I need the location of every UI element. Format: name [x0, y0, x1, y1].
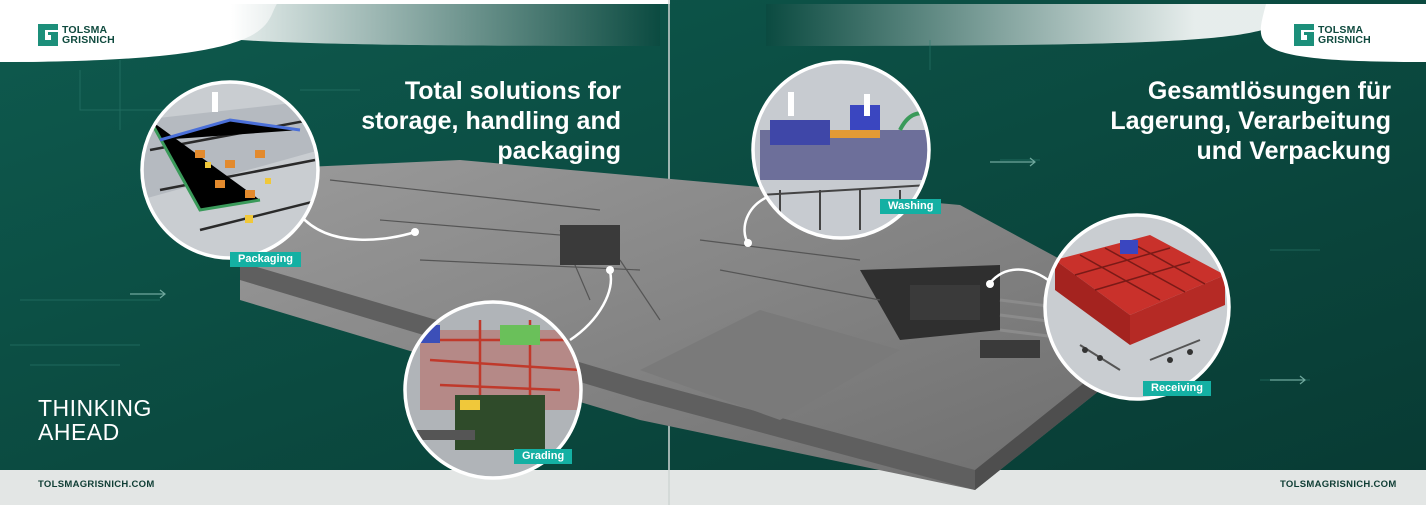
- tagline: THINKING AHEAD: [38, 396, 152, 444]
- logo-line2: GRISNICH: [1318, 34, 1371, 46]
- tolsma-grisnich-logo-icon: [38, 24, 58, 46]
- arrow-right-icon: [130, 157, 1306, 385]
- logo-line1: TOLSMA: [1318, 24, 1364, 36]
- headline-line: Gesamtlösungen für: [1147, 77, 1391, 105]
- headline-line: und Verpackung: [1196, 137, 1391, 165]
- label-receiving: Receiving: [1143, 381, 1211, 396]
- headline-line: storage, handling and: [361, 107, 621, 135]
- headline-line: Total solutions for: [404, 77, 621, 105]
- headline-line: Lagerung, Verarbeitung: [1110, 107, 1391, 135]
- headline-line: packaging: [497, 137, 621, 165]
- headline-english: Total solutions for storage, handling an…: [361, 76, 621, 166]
- label-grading: Grading: [514, 449, 573, 464]
- headline-german: Gesamtlösungen für Lagerung, Verarbeitun…: [1110, 76, 1391, 166]
- tagline-line2: AHEAD: [38, 419, 120, 445]
- brand-logo-right[interactable]: TOLSMA GRISNICH: [1294, 24, 1371, 46]
- tolsma-grisnich-logo-icon: [1294, 24, 1314, 46]
- logo-line1: TOLSMA: [62, 24, 108, 36]
- label-packaging: Packaging: [230, 252, 302, 267]
- tagline-line1: THINKING: [38, 395, 152, 421]
- logo-line2: GRISNICH: [62, 34, 115, 46]
- brand-logo-left[interactable]: TOLSMA GRISNICH: [38, 24, 115, 46]
- website-link-left[interactable]: TOLSMAGRISNICH.COM: [38, 479, 155, 490]
- label-washing: Washing: [880, 199, 942, 214]
- website-link-right[interactable]: TOLSMAGRISNICH.COM: [1280, 479, 1397, 490]
